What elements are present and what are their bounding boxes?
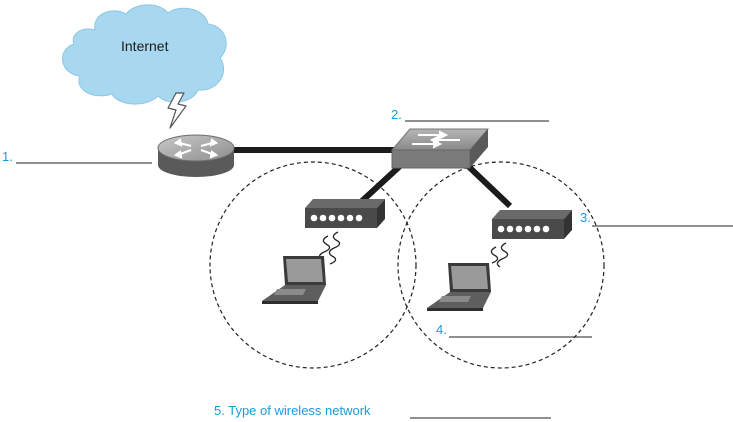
wireless-signal-icon [490,242,509,268]
coverage-area-2 [397,161,605,369]
label-4: 4. [436,322,447,337]
router-icon [157,134,235,177]
internet-label: Internet [121,38,169,54]
laptop-icon [427,263,491,311]
switch-ap2-link [465,163,513,209]
coverage-area-1 [209,161,417,369]
access-point-icon [305,199,385,228]
lightning-icon [167,92,187,129]
access-point-icon [492,210,572,239]
label-2: 2. [391,107,402,122]
switch-icon [390,128,490,169]
switch-ap1-link [359,163,403,204]
label-5: 5. Type of wireless network [214,403,371,418]
laptop-icon [262,256,326,304]
label-3: 3. [580,210,591,225]
cloud-icon [62,4,227,105]
label-1: 1. [2,149,13,164]
